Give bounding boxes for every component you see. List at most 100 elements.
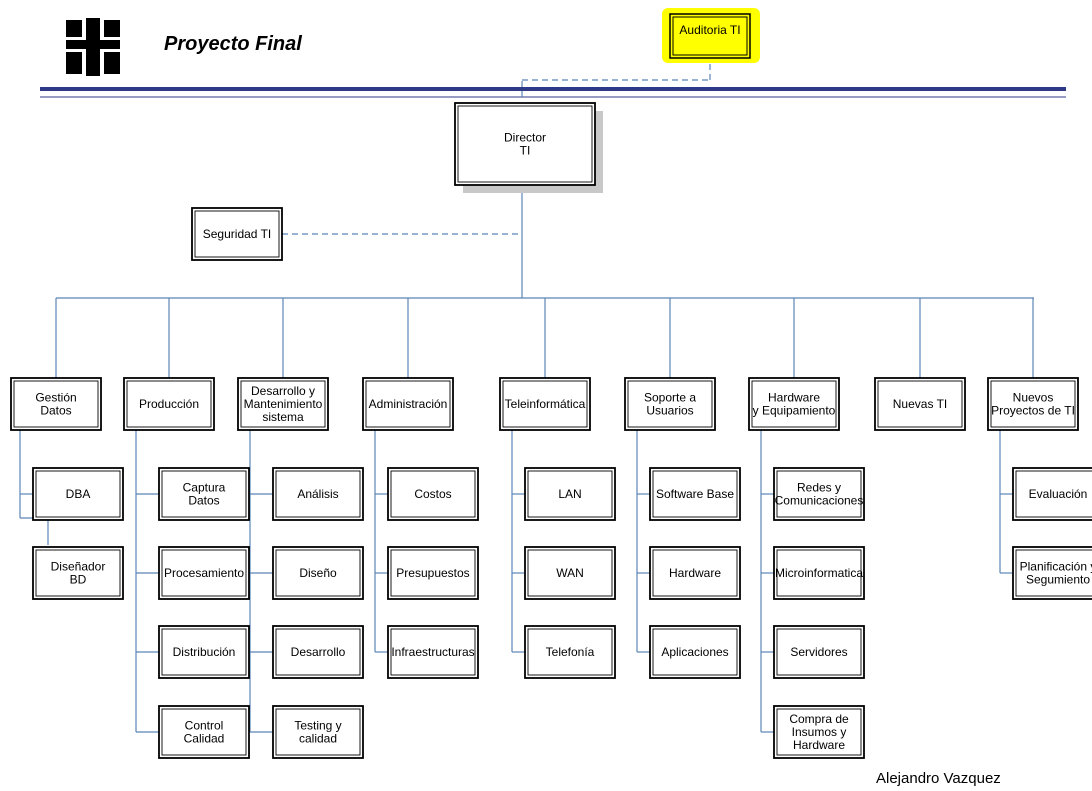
- node-child-0-1-label-0: Diseñador: [51, 560, 106, 574]
- node-department-3-label-0: Administración: [369, 397, 448, 411]
- audit-label: Auditoria TI: [679, 23, 740, 37]
- node-department-6-border: [748, 377, 840, 431]
- node-child-4-1-inner-border: [527, 549, 613, 597]
- node-seguridad-border: [191, 207, 283, 261]
- node-child-2-3-label-0: Testing y: [294, 719, 341, 733]
- node-department-5-label-1: Usuarios: [646, 404, 693, 418]
- node-child-1-0-label-1: Datos: [188, 494, 219, 508]
- node-child-1-0-label-0: Captura: [183, 481, 226, 495]
- node-child-2-1: Diseño: [272, 546, 364, 600]
- node-child-4-0-border: [524, 467, 616, 521]
- node-child-4-2-label-0: Telefonía: [546, 645, 595, 659]
- node-child-5-2-border: [649, 625, 741, 679]
- node-child-6-2-inner-border: [776, 628, 862, 676]
- node-department-1: Producción: [123, 377, 215, 431]
- node-child-6-3-border: [773, 705, 865, 759]
- node-child-1-2: Distribución: [158, 625, 250, 679]
- node-seguridad-inner-border: [194, 210, 280, 258]
- node-child-5-0-label-0: Software Base: [656, 487, 734, 501]
- node-child-3-2-border: [387, 625, 479, 679]
- node-child-2-0: Análisis: [272, 467, 364, 521]
- node-department-1-label-0: Producción: [139, 397, 199, 411]
- node-child-5-1: Hardware: [649, 546, 741, 600]
- node-child-4-1-label-0: WAN: [556, 566, 584, 580]
- node-child-1-1-inner-border: [161, 549, 247, 597]
- node-department-0-label-1: Datos: [40, 404, 71, 418]
- node-child-3-1-label-0: Presupuestos: [396, 566, 469, 580]
- node-child-3-2-label-0: Infraestructuras: [391, 645, 474, 659]
- node-child-6-2-border: [773, 625, 865, 679]
- node-child-5-1-label-0: Hardware: [669, 566, 721, 580]
- node-department-7-border: [874, 377, 966, 431]
- node-child-0-1-label-1: BD: [70, 573, 87, 587]
- node-child-0-1-inner-border: [35, 549, 121, 597]
- node-child-1-3-label-1: Calidad: [184, 732, 225, 746]
- node-department-5-label-0: Soporte a: [644, 391, 696, 405]
- node-child-3-2: Infraestructuras: [387, 625, 479, 679]
- node-child-3-1-inner-border: [390, 549, 476, 597]
- node-child-1-2-label-0: Distribución: [173, 645, 236, 659]
- node-child-6-3-inner-border: [776, 708, 862, 756]
- node-child-6-2-label-0: Servidores: [790, 645, 847, 659]
- node-department-0-label-0: Gestión: [35, 391, 76, 405]
- node-department-0-inner-border: [13, 380, 99, 428]
- audit-highlight: [662, 8, 760, 63]
- node-department-3-inner-border: [365, 380, 451, 428]
- node-child-4-0-inner-border: [527, 470, 613, 518]
- node-child-5-0: Software Base: [649, 467, 741, 521]
- node-department-5-border: [624, 377, 716, 431]
- node-child-4-2: Telefonía: [524, 625, 616, 679]
- node-department-3-border: [362, 377, 454, 431]
- node-child-2-3-label-1: calidad: [299, 732, 337, 746]
- node-child-4-1-border: [524, 546, 616, 600]
- node-department-4-border: [499, 377, 591, 431]
- node-department-8-border: [987, 377, 1079, 431]
- node-child-3-0-inner-border: [390, 470, 476, 518]
- node-child-6-0-inner-border: [776, 470, 862, 518]
- node-child-0-0-border: [32, 467, 124, 521]
- node-department-2-border: [237, 377, 329, 431]
- header-rule: [40, 87, 1066, 91]
- node-seguridad: Seguridad TI: [191, 207, 283, 261]
- node-child-3-2-inner-border: [390, 628, 476, 676]
- node-child-6-0-label-1: Comunicaciones: [775, 494, 864, 508]
- node-department-8-label-1: Proyectos de TI: [991, 404, 1075, 418]
- node-child-2-0-border: [272, 467, 364, 521]
- node-child-6-3-label-0: Compra de: [789, 712, 849, 726]
- node-child-2-2: Desarrollo: [272, 625, 364, 679]
- node-child-4-0-label-0: LAN: [558, 487, 581, 501]
- node-child-8-1-label-0: Planificación y: [1020, 560, 1092, 574]
- node-department-2-label-0: Desarrollo y: [251, 384, 315, 398]
- node-child-8-0-border: [1012, 467, 1092, 521]
- node-child-1-3-label-0: Control: [185, 719, 224, 733]
- node-root-inner-border: [457, 105, 593, 183]
- node-department-4-label-0: Teleinformática: [505, 397, 586, 411]
- node-child-8-0-label-0: Evaluación: [1029, 487, 1088, 501]
- node-child-6-0-border: [773, 467, 865, 521]
- node-child-6-3-label-1: Insumos y: [792, 725, 847, 739]
- node-child-3-0: Costos: [387, 467, 479, 521]
- node-child-1-3-border: [158, 705, 250, 759]
- node-child-2-2-border: [272, 625, 364, 679]
- node-child-2-3-inner-border: [275, 708, 361, 756]
- node-child-2-2-label-0: Desarrollo: [291, 645, 346, 659]
- node-child-1-2-inner-border: [161, 628, 247, 676]
- node-child-1-1-border: [158, 546, 250, 600]
- node-department-8-inner-border: [990, 380, 1076, 428]
- node-child-4-2-border: [524, 625, 616, 679]
- node-child-0-0: DBA: [32, 467, 124, 521]
- node-child-8-1-label-1: Segumiento: [1026, 573, 1090, 587]
- node-child-3-1-border: [387, 546, 479, 600]
- node-child-8-1-inner-border: [1015, 549, 1092, 597]
- node-child-5-1-border: [649, 546, 741, 600]
- node-department-7-inner-border: [877, 380, 963, 428]
